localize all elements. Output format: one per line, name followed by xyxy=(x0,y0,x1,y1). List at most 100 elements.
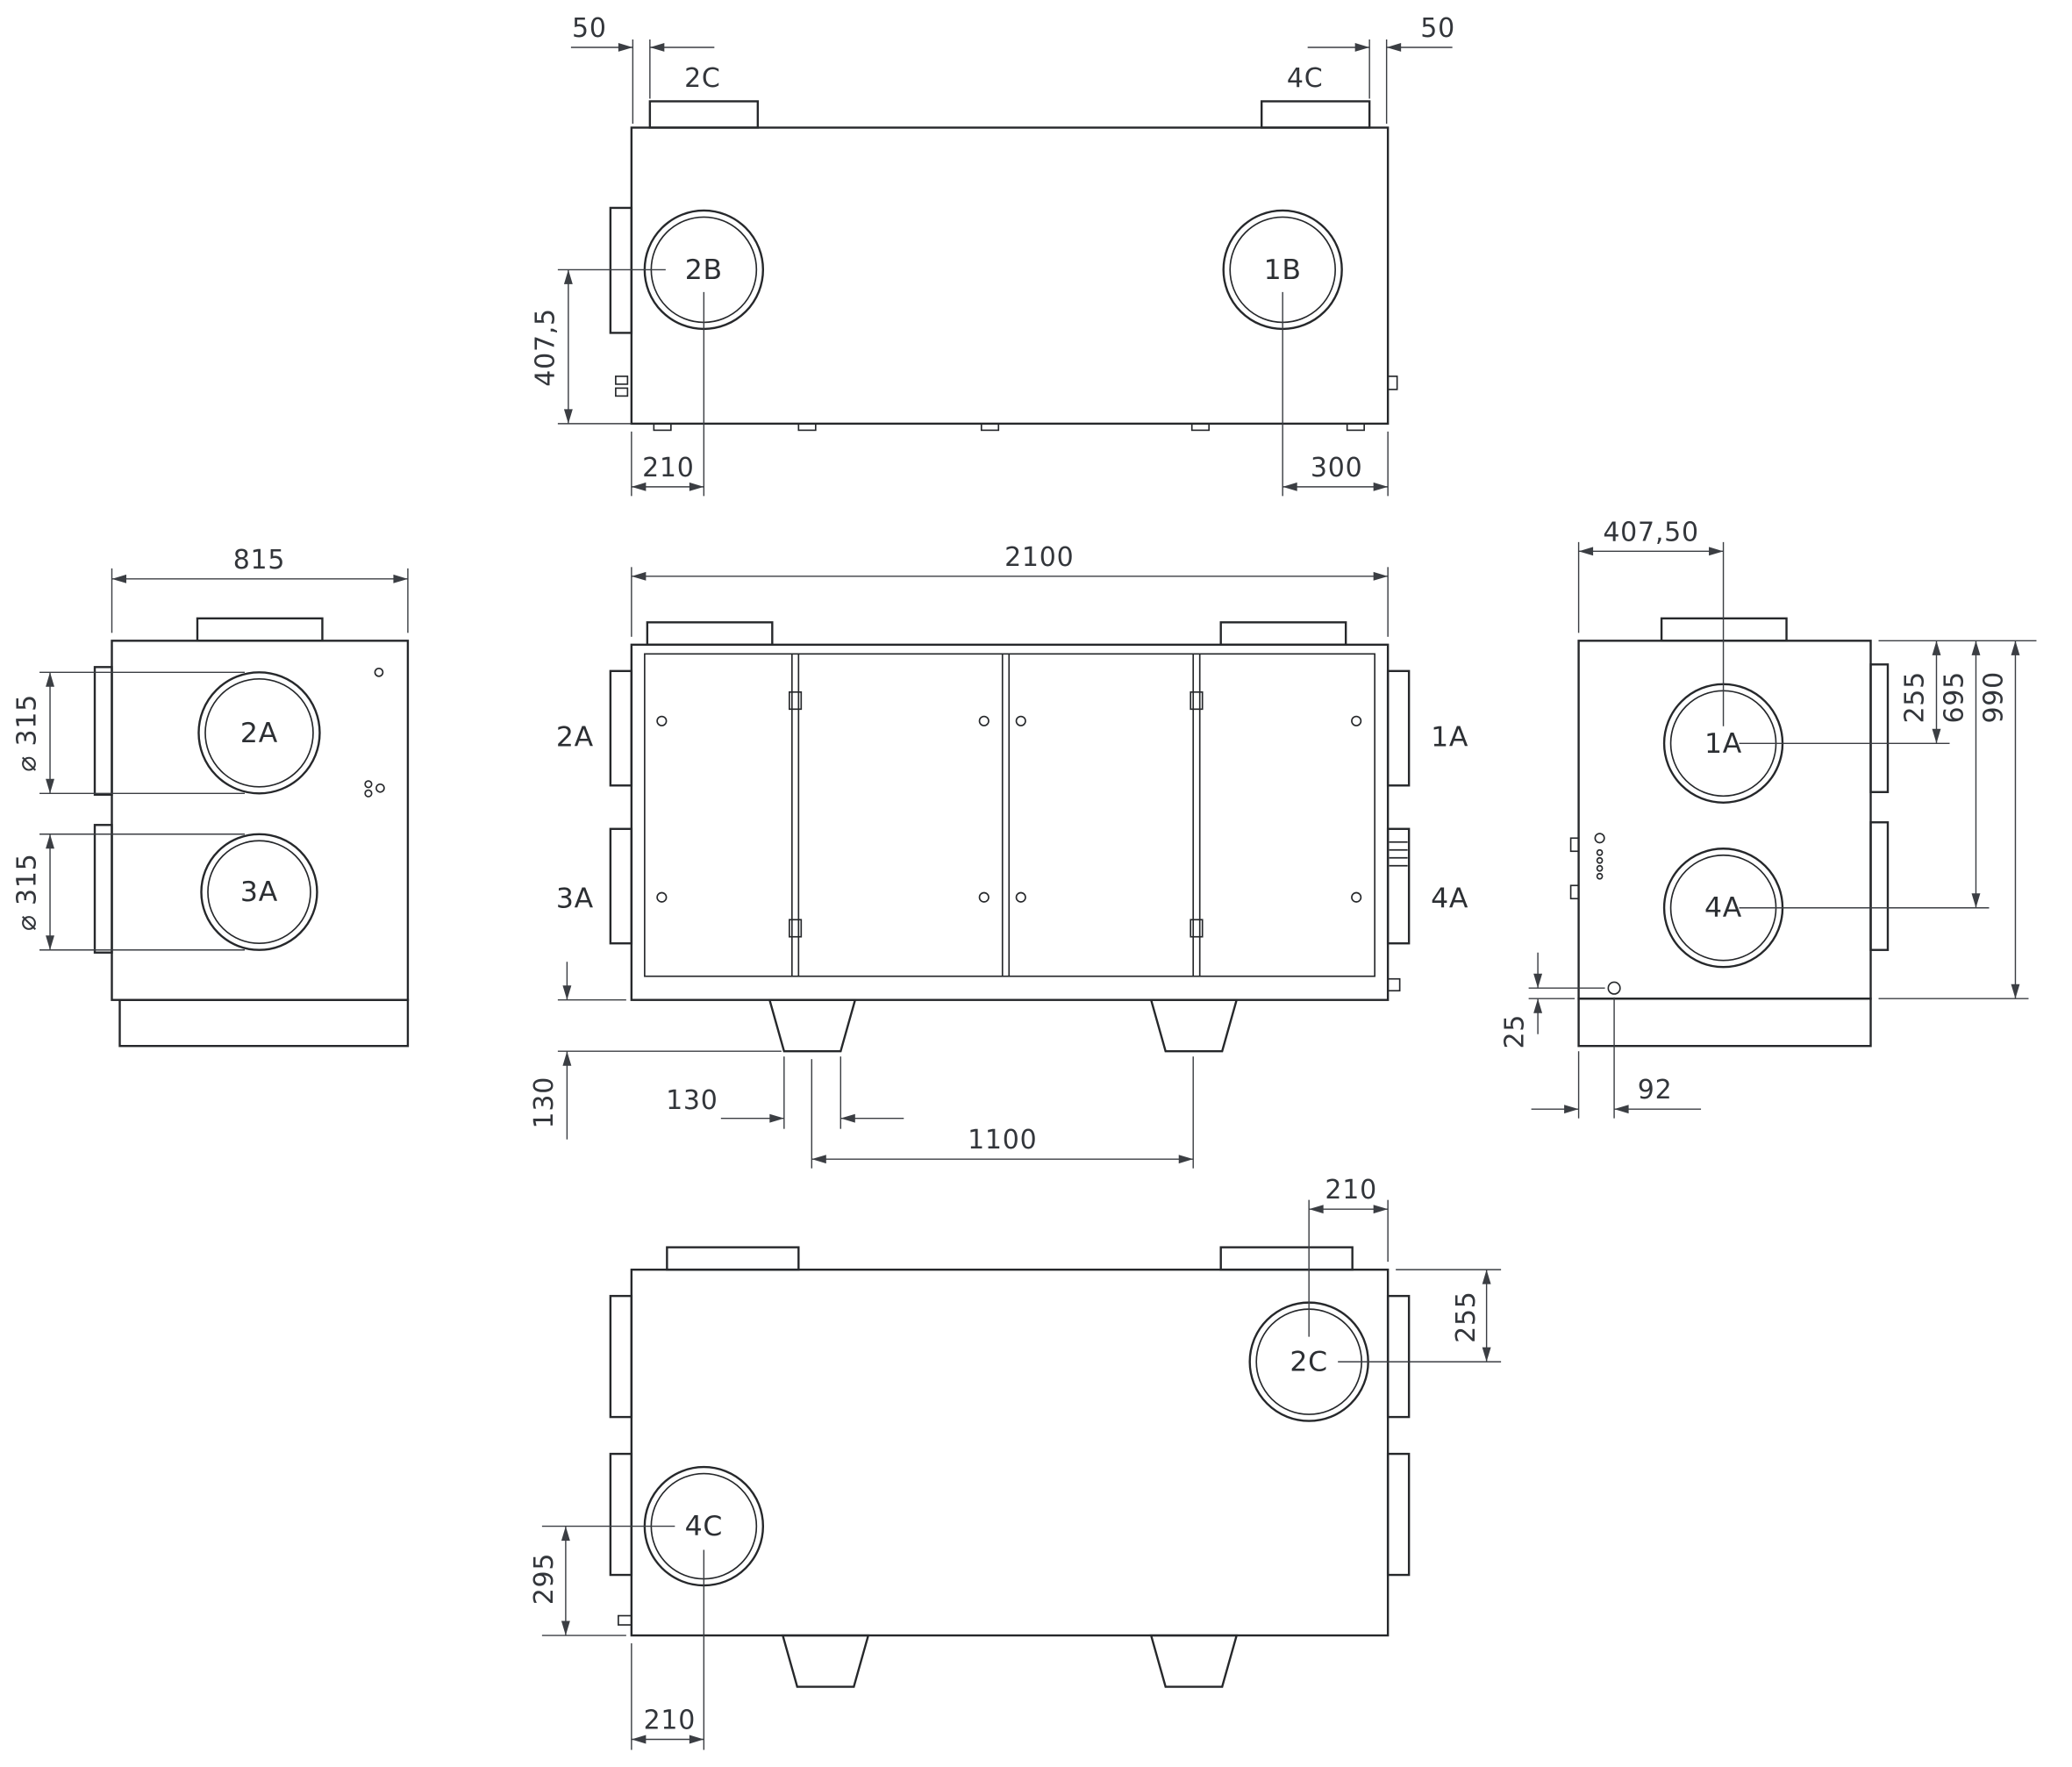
port-label-4c: 4C xyxy=(685,1511,724,1542)
port-label-4a: 4A xyxy=(1704,892,1742,924)
dim-port-2b-x: 210 xyxy=(631,291,705,497)
dim-right-stack: 255 695 990 xyxy=(1739,640,2037,999)
dim-text: 25 xyxy=(1500,1014,1531,1049)
right-view-side-stub xyxy=(1869,663,1890,793)
dim-dia-2a: ⌀ 315 xyxy=(12,671,245,794)
dim-foot-height: 130 xyxy=(529,962,782,1140)
hinge-mark xyxy=(1569,884,1580,900)
port-label-3a: 3A xyxy=(240,876,278,908)
foot xyxy=(1149,998,1239,1053)
dim-text: 2100 xyxy=(1004,542,1074,573)
dim-text: 1100 xyxy=(968,1125,1037,1155)
dim-text: ⌀ 315 xyxy=(12,853,43,931)
dim-text: 255 xyxy=(1899,671,1930,723)
latch-mark xyxy=(618,1614,632,1626)
rail-mark xyxy=(980,423,1000,432)
dim-hole-y: 25 xyxy=(1500,952,1605,1049)
front-view-left-stub xyxy=(609,827,633,945)
dim-text: 130 xyxy=(529,1077,560,1128)
front-view-body xyxy=(630,643,1390,1001)
bottom-view-left-stub xyxy=(609,1452,633,1577)
hinge xyxy=(788,690,803,711)
dim-depth: 815 xyxy=(111,545,409,633)
dim-port-2c-x: 210 xyxy=(1308,1175,1389,1337)
top-view-stub-2c xyxy=(648,100,760,129)
top-view-stub-4c xyxy=(1260,100,1371,129)
port-label-3a-front: 3A xyxy=(556,884,594,915)
right-view-base xyxy=(1577,998,1872,1048)
port-label-1a-front: 1A xyxy=(1431,721,1468,753)
dim-text: 50 xyxy=(1420,13,1455,44)
fastener-dot xyxy=(1596,856,1604,864)
screw-dot xyxy=(1015,891,1026,903)
right-view-top-tab xyxy=(1660,617,1788,642)
left-view-top-tab xyxy=(196,617,324,642)
left-view-base xyxy=(118,998,410,1048)
dim-foot-width: 130 xyxy=(666,1056,904,1129)
dim-port-row-y: 407,5 xyxy=(530,268,666,425)
top-view: 2B 1B 2C 4C 50 50 407,5 xyxy=(530,13,1455,497)
left-view-side-stub xyxy=(93,824,113,954)
dim-text: 210 xyxy=(1325,1175,1376,1205)
fastener-dot xyxy=(374,667,384,677)
fastener-dot xyxy=(1596,872,1604,880)
fastener-dot xyxy=(364,789,373,798)
dim-hole-x: 92 xyxy=(1531,997,1702,1119)
dim-text: ⌀ 315 xyxy=(12,694,43,772)
hinge-mark xyxy=(615,376,629,385)
dim-text: 407,5 xyxy=(530,308,561,387)
rail-mark xyxy=(1346,423,1365,432)
port-label-2c: 2C xyxy=(1290,1347,1328,1378)
front-view-top-tab xyxy=(646,621,774,647)
dim-port-2c-y: 255 xyxy=(1338,1269,1502,1363)
port-label-2b: 2B xyxy=(685,254,723,286)
duct-label-2c: 2C xyxy=(684,63,721,94)
hinge-mark xyxy=(1569,837,1580,853)
fastener-dot xyxy=(375,783,385,793)
port-3a-inner-circle xyxy=(207,840,311,945)
dim-text: 50 xyxy=(572,13,607,44)
port-label-4a-front: 4A xyxy=(1431,884,1468,915)
dim-text: 815 xyxy=(233,545,285,576)
front-view-right-stub xyxy=(1386,669,1411,787)
hinge xyxy=(1190,690,1204,711)
foot xyxy=(1149,1634,1239,1688)
rail-mark xyxy=(653,423,672,432)
right-view: 1A 4A 407,50 255 695 990 xyxy=(1500,517,2037,1119)
front-view-right-stub xyxy=(1386,827,1411,945)
dim-text: 295 xyxy=(529,1553,560,1605)
dim-text: 990 xyxy=(1978,671,2009,723)
latch-mark xyxy=(1387,376,1398,390)
port-2a-circle xyxy=(197,671,321,795)
right-view-side-stub xyxy=(1869,821,1890,951)
front-view: 2A 3A 1A 4A 2100 130 130 1100 xyxy=(529,542,1468,1169)
screw-dot xyxy=(656,715,668,726)
right-view-body xyxy=(1577,640,1872,1000)
screw-dot xyxy=(1015,715,1026,726)
left-view-side-stub xyxy=(93,666,113,796)
dim-text: 210 xyxy=(644,1706,696,1736)
left-view-port-2a: 2A xyxy=(197,671,321,795)
dim-text: 130 xyxy=(666,1085,718,1116)
port-label-1a: 1A xyxy=(1704,728,1742,760)
fastener-dot xyxy=(1596,848,1604,856)
left-view-outline xyxy=(93,617,410,1048)
right-view-outline xyxy=(1569,617,1890,1048)
mounting-hole xyxy=(1607,981,1621,995)
screw-dot xyxy=(656,891,668,903)
front-view-outline xyxy=(609,621,1411,1053)
bottom-view-outline xyxy=(609,1246,1411,1688)
hinge xyxy=(1190,919,1204,938)
screw-dot xyxy=(978,891,990,903)
front-view-left-stub xyxy=(609,669,633,787)
top-view-side-stub xyxy=(609,206,633,334)
dim-text: 92 xyxy=(1638,1075,1673,1105)
screw-dot xyxy=(1351,715,1362,726)
port-3a-circle xyxy=(200,833,318,951)
dim-width: 2100 xyxy=(631,542,1389,637)
screw-dot xyxy=(978,715,990,726)
left-view-body xyxy=(111,640,410,1001)
hinge-mark xyxy=(615,387,629,397)
dim-dia-3a: ⌀ 315 xyxy=(12,833,245,951)
foot xyxy=(781,1634,870,1688)
